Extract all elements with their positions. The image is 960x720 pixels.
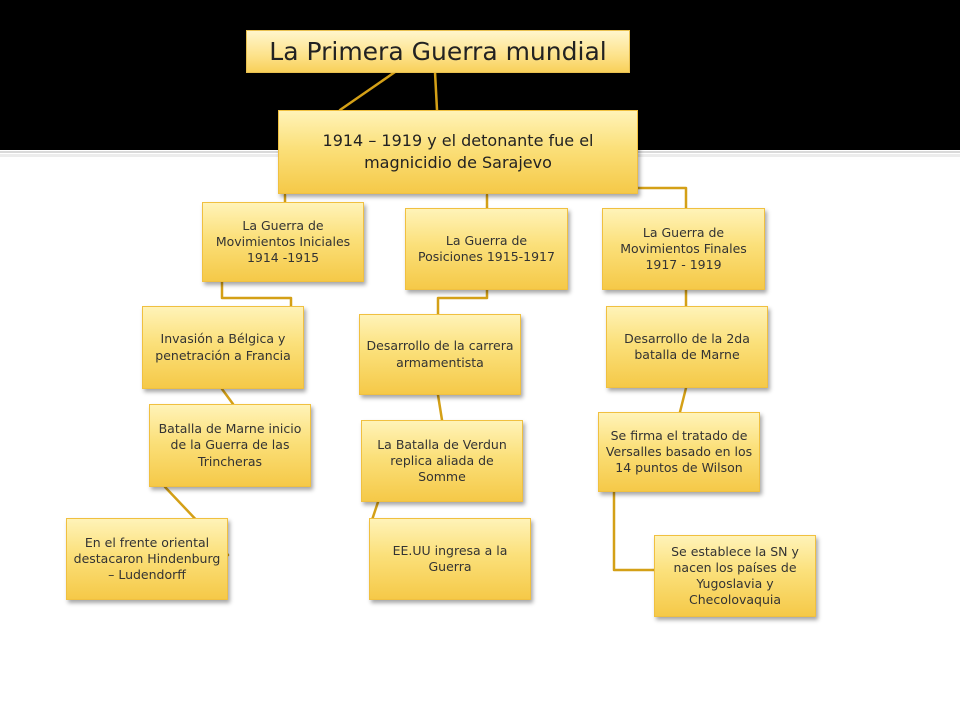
node-tratado-versalles: Se firma el tratado de Versalles basado … — [598, 412, 760, 492]
connector-title-root-left — [338, 70, 397, 112]
column-header-posiciones: La Guerra de Posiciones 1915-1917 — [405, 208, 568, 290]
connector-col2-item1 — [436, 288, 489, 316]
node-sociedad-naciones: Se establece la SN y nacen los países de… — [654, 535, 816, 617]
node-frente-oriental: En el frente oriental destacaron Hindenb… — [66, 518, 228, 600]
node-invasion-belgica: Invasión a Bélgica y penetración a Franc… — [142, 306, 304, 389]
node-batalla-marne: Batalla de Marne inicio de la Guerra de … — [149, 404, 311, 487]
node-segunda-batalla-marne: Desarrollo de la 2da batalla de Marne — [606, 306, 768, 388]
connector-col2-item2 — [436, 393, 444, 422]
node-carrera-armamentista: Desarrollo de la carrera armamentista — [359, 314, 521, 395]
connector-title-root-right — [433, 70, 439, 112]
connector-col3-item2 — [678, 386, 688, 414]
diagram-title: La Primera Guerra mundial — [246, 30, 630, 73]
column-header-movimientos-iniciales: La Guerra de Movimientos Iniciales 1914 … — [202, 202, 364, 282]
node-eeuu-ingresa: EE.UU ingresa a la Guerra — [369, 518, 531, 600]
column-header-movimientos-finales: La Guerra de Movimientos Finales 1917 - … — [602, 208, 765, 290]
connector-col1-item1 — [220, 280, 293, 308]
root-node: 1914 – 1919 y el detonante fue el magnic… — [278, 110, 638, 194]
node-batalla-verdun: La Batalla de Verdun replica aliada de S… — [361, 420, 523, 502]
connector-col3-item3 — [612, 490, 657, 572]
connector-col1-item2 — [220, 387, 235, 406]
